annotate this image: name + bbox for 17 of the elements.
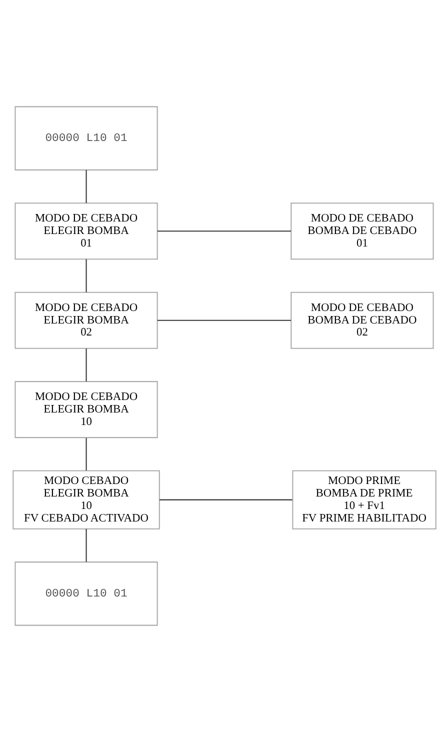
connector: [85, 170, 86, 203]
connector: [156, 230, 290, 232]
connector: [156, 319, 290, 320]
node-box: MODO DE CEBADO ELEGIR BOMBA 02: [14, 291, 158, 348]
node-box: MODO DE CEBADO BOMBA DE CEBADO 01: [290, 202, 434, 260]
connector: [159, 498, 292, 500]
connector: [85, 258, 86, 292]
node-box: MODO DE CEBADO ELEGIR BOMBA 01: [14, 202, 158, 260]
node-box: 00000 L10 01: [14, 561, 158, 626]
node-box: MODO DE CEBADO ELEGIR BOMBA 10: [14, 380, 158, 438]
node-box: MODO CEBADO ELEGIR BOMBA 10 FV CEBADO ACTIVADO: [12, 470, 160, 529]
connector: [85, 438, 86, 470]
connector: [85, 528, 86, 562]
node-box: MODO DE CEBADO BOMBA DE CEBADO 02: [290, 291, 434, 348]
connector: [85, 348, 86, 381]
node-box: 00000 L10 01: [14, 106, 158, 170]
node-box: MODO PRIME BOMBA DE PRIME 10 + Fv1 FV PRIME HABILITADO: [292, 470, 436, 529]
